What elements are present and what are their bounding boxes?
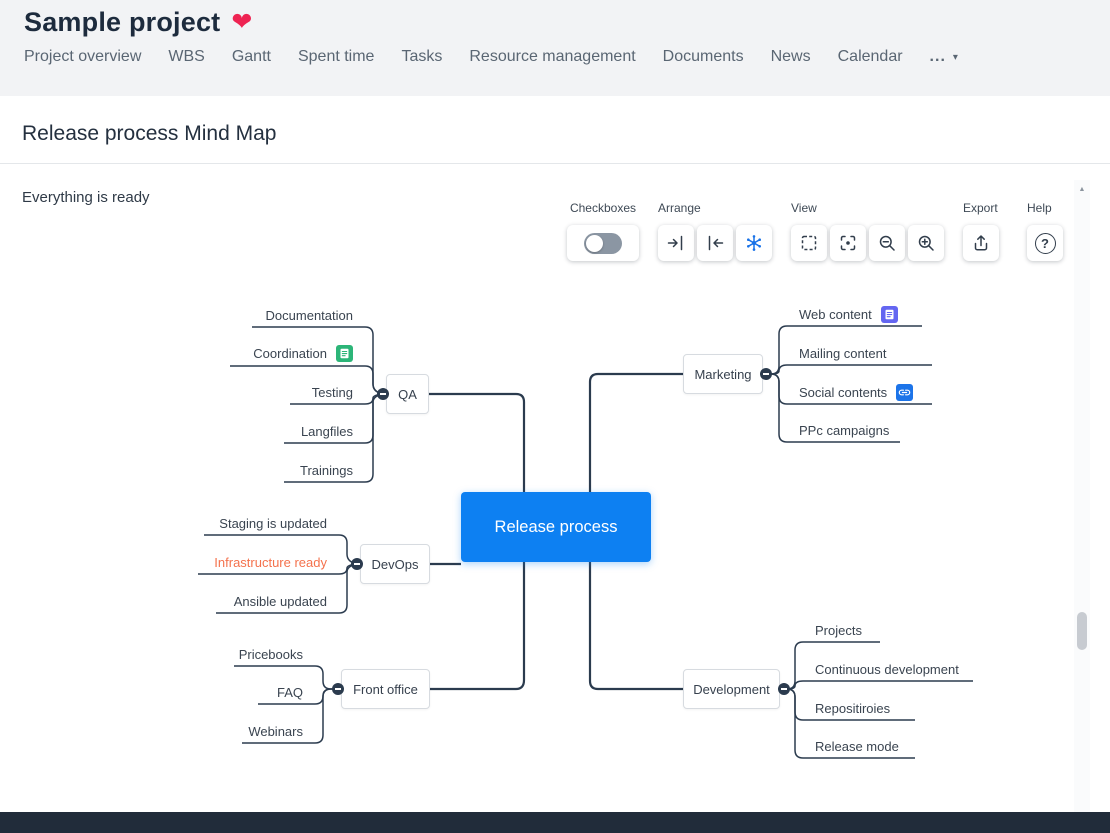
mindmap-leaf-faq[interactable]: FAQ (276, 684, 303, 700)
zoom-out-icon (879, 235, 895, 251)
radial-layout-icon (747, 235, 761, 251)
mindmap-node-front-office[interactable]: Front office (341, 669, 430, 709)
mindmap-leaf-langfiles[interactable]: Langfiles (300, 423, 353, 439)
mindmap-leaf-coordination[interactable]: Coordination (143, 343, 353, 363)
mindmap-leaf-testing[interactable]: Testing (311, 384, 353, 400)
zoom-in-icon (918, 235, 934, 251)
toolbar-group-arrange: Arrange (658, 201, 772, 261)
nav-resource-management[interactable]: Resource management (469, 48, 636, 65)
nav-project-overview[interactable]: Project overview (24, 48, 142, 65)
document-icon[interactable] (880, 305, 898, 323)
mindmap-leaf-pricebooks[interactable]: Pricebooks (238, 646, 303, 662)
toggle-switch-off[interactable] (584, 232, 622, 254)
mindmap-leaf-webinars[interactable]: Webinars (248, 723, 303, 739)
mindmap-leaf-staging-is-updated[interactable]: Staging is updated (219, 515, 327, 531)
chevron-down-icon: ▾ (952, 51, 959, 63)
export-button[interactable] (963, 225, 999, 261)
mindmap-leaf-projects[interactable]: Projects (815, 622, 862, 638)
checkboxes-label: Checkboxes (569, 201, 637, 215)
mindmap-leaf-mailing-content[interactable]: Mailing content (799, 345, 887, 361)
zoom-out-button[interactable] (869, 225, 905, 261)
heart-icon: ❤ (231, 8, 253, 36)
status-text: Everything is ready (22, 189, 150, 206)
mindmap-root-node[interactable]: Release process (461, 492, 651, 562)
page-title: Release process Mind Map (22, 122, 277, 145)
project-title: Sample project (24, 7, 221, 37)
center-view-button[interactable] (830, 225, 866, 261)
arrange-radial-button[interactable] (736, 225, 772, 261)
collapse-toggle-development[interactable] (778, 683, 790, 695)
export-share-icon (974, 235, 988, 251)
divider (0, 163, 1110, 164)
mindmap-leaf-ansible-updated[interactable]: Ansible updated (233, 593, 327, 609)
mindmap-leaf-continuous-development[interactable]: Continuous development (815, 661, 959, 677)
arrange-tree-right-button[interactable] (658, 225, 694, 261)
tree-layout-right-icon (667, 235, 683, 251)
project-title-row: Sample project ❤ (24, 7, 252, 38)
nav-spent-time[interactable]: Spent time (297, 48, 375, 65)
nav-calendar[interactable]: Calendar (837, 48, 903, 65)
link-icon[interactable] (896, 383, 914, 401)
collapse-toggle-front-office[interactable] (332, 683, 344, 695)
toolbar-group-view: View (791, 201, 944, 261)
collapse-toggle-qa[interactable] (377, 388, 389, 400)
bottom-bar (0, 812, 1110, 833)
ellipsis-icon: ... (929, 48, 946, 65)
mindmap-leaf-repositories[interactable]: Repositiroies (815, 700, 891, 716)
fit-to-screen-icon (801, 235, 817, 251)
document-icon[interactable] (336, 344, 353, 362)
nav-tasks[interactable]: Tasks (401, 48, 443, 65)
mindmap-node-devops[interactable]: DevOps (360, 544, 430, 584)
mindmap-leaf-social-contents[interactable]: Social contents (799, 382, 914, 402)
nav-news[interactable]: News (770, 48, 811, 65)
arrange-tree-left-button[interactable] (697, 225, 733, 261)
nav-documents[interactable]: Documents (662, 48, 744, 65)
arrange-label: Arrange (658, 201, 701, 215)
mindmap-leaf-ppc-campaigns[interactable]: PPc campaigns (799, 422, 890, 438)
center-focus-icon (840, 235, 856, 251)
mindmap-node-development[interactable]: Development (683, 669, 780, 709)
toolbar-group-export: Export (963, 201, 999, 261)
toolbar-group-checkboxes: Checkboxes (567, 201, 639, 261)
help-button[interactable]: ? (1027, 225, 1063, 261)
mindmap-leaf-trainings[interactable]: Trainings (300, 462, 353, 478)
checkboxes-toggle-button[interactable] (567, 225, 639, 261)
zoom-in-button[interactable] (908, 225, 944, 261)
collapse-toggle-marketing[interactable] (760, 368, 772, 380)
export-label: Export (963, 201, 998, 215)
nav-gantt[interactable]: Gantt (231, 48, 271, 65)
fit-to-screen-button[interactable] (791, 225, 827, 261)
main-nav: Project overview WBS Gantt Spent time Ta… (24, 48, 959, 66)
question-mark-icon: ? (1034, 232, 1056, 254)
view-label: View (791, 201, 817, 215)
mindmap-leaf-infrastructure-ready[interactable]: Infrastructure ready (214, 554, 327, 570)
mindmap-node-qa[interactable]: QA (386, 374, 429, 414)
mindmap-node-marketing[interactable]: Marketing (683, 354, 763, 394)
toolbar-group-help: Help ? (1027, 201, 1063, 261)
app-header: Sample project ❤ Project overview WBS Ga… (0, 0, 1110, 96)
nav-more-menu[interactable]: ... ▾ (930, 48, 959, 66)
mindmap-leaf-documentation[interactable]: Documentation (265, 307, 353, 323)
help-label: Help (1027, 201, 1052, 215)
mindmap-leaf-web-content[interactable]: Web content (799, 304, 898, 324)
toggle-knob (586, 234, 603, 252)
collapse-toggle-devops[interactable] (351, 558, 363, 570)
tree-layout-left-icon (708, 235, 724, 251)
nav-wbs[interactable]: WBS (168, 48, 205, 65)
mindmap-leaf-release-mode[interactable]: Release mode (815, 738, 899, 754)
scrollbar-thumb[interactable] (1077, 612, 1087, 650)
scroll-up-arrow-icon[interactable]: ▲ (1078, 185, 1086, 193)
vertical-scrollbar[interactable]: ▲ (1074, 180, 1090, 812)
